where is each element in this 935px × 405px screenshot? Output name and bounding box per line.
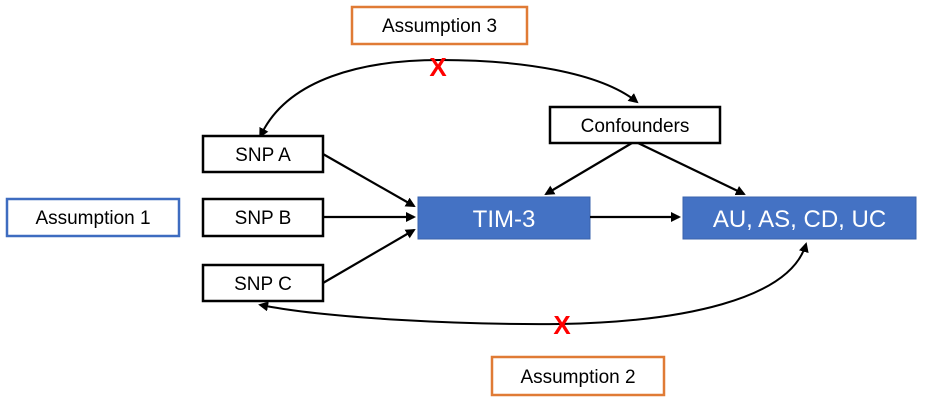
assumption-2-label: Assumption 2: [520, 367, 635, 388]
assumption-3-violation-mark: X: [429, 52, 447, 82]
snp-c-label: SNP C: [234, 274, 292, 295]
snp-b-box: SNP B: [201, 197, 325, 238]
confounders-box: Confounders: [548, 105, 722, 145]
outcomes-box: AU, AS, CD, UC: [682, 196, 917, 240]
tim3-box: TIM-3: [417, 196, 591, 240]
assumption-3-label: Assumption 3: [382, 16, 497, 37]
assumption-2-box: Assumption 2: [490, 355, 666, 397]
assumption-1-label: Assumption 1: [35, 208, 150, 229]
confounders-to-tim3-edge: [544, 142, 633, 196]
assumption-2-violation-mark: X: [553, 310, 571, 340]
snp-b-label: SNP B: [235, 208, 292, 229]
outcomes-label: AU, AS, CD, UC: [713, 206, 886, 233]
confounders-to-outcomes-edge: [637, 142, 746, 196]
snp-c-box: SNP C: [201, 263, 325, 303]
snp-a-to-tim3-edge: [322, 153, 416, 207]
confounders-label: Confounders: [581, 116, 690, 137]
snp-a-label: SNP A: [235, 145, 291, 166]
snp-outcomes-edge: [258, 242, 809, 326]
tim3-label: TIM-3: [473, 206, 536, 233]
snp-a-box: SNP A: [201, 134, 325, 174]
assumption-1-box: Assumption 1: [5, 197, 181, 238]
snp-confounders-edge: [259, 58, 639, 139]
snp-c-to-tim3-edge: [322, 228, 416, 284]
assumption-3-box: Assumption 3: [350, 5, 529, 46]
